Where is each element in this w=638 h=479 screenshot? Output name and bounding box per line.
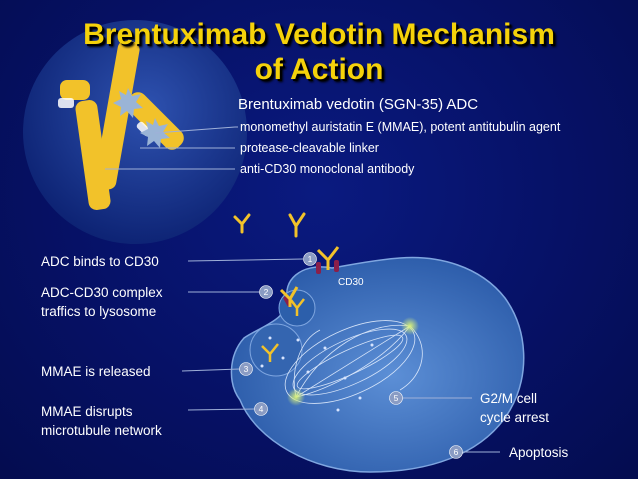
step-6-label: Apoptosis <box>509 443 568 462</box>
legend-antibody: anti-CD30 monoclonal antibody <box>240 162 415 176</box>
zoom-circle-bg <box>23 20 247 244</box>
slide-title-line-2: of Action <box>254 53 384 86</box>
mmae-particles <box>260 336 374 412</box>
step-leaders <box>181 258 500 453</box>
spindle-pole-icon-2 <box>287 388 305 406</box>
step-1-label: ADC binds to CD30 <box>41 252 159 271</box>
step-badge-numbers: 1 2 3 4 5 6 <box>244 254 459 457</box>
slide-title-line-1: Brentuximab Vedotin Mechanism <box>83 18 555 51</box>
step-badge-5: 5 <box>394 393 399 403</box>
step-2-label: ADC-CD30 complex traffics to lysosome <box>41 283 163 321</box>
cd30-label: CD30 <box>338 277 364 288</box>
cell-body <box>230 246 525 473</box>
floating-adc-icons <box>233 212 306 238</box>
step-badge-4: 4 <box>259 404 264 414</box>
step-4-label: MMAE disrupts microtubule network <box>41 402 162 440</box>
step-badge-2: 2 <box>264 287 269 297</box>
mmae-star-icon <box>113 88 143 118</box>
step-1-line-1: ADC binds to CD30 <box>41 254 159 269</box>
mitotic-spindle <box>284 320 423 404</box>
step-5-label: G2/M cell cycle arrest <box>480 389 549 427</box>
step-badge-1: 1 <box>308 254 313 264</box>
step-5-line-2: cycle arrest <box>480 410 550 425</box>
step-4-line-1: MMAE disrupts <box>41 404 133 419</box>
step-6-line-1: Apoptosis <box>509 445 569 460</box>
spindle-pole-icon <box>401 317 419 335</box>
step-2-line-1: ADC-CD30 complex <box>41 285 163 300</box>
step-badges <box>239 252 463 459</box>
step-2-line-2: traffics to lysosome <box>41 304 157 319</box>
step-badge-3: 3 <box>244 364 249 374</box>
step-3-line-1: MMAE is released <box>41 364 151 379</box>
legend-linker: protease-cleavable linker <box>240 141 379 155</box>
step-5-line-1: G2/M cell <box>480 391 538 406</box>
step-4-line-2: microtubule network <box>41 423 162 438</box>
legend-heading: Brentuximab vedotin (SGN-35) ADC <box>238 96 479 113</box>
step-badge-6: 6 <box>454 447 459 457</box>
step-3-label: MMAE is released <box>41 362 151 381</box>
legend-leaders <box>105 126 238 170</box>
adc-zoom-circle <box>23 20 247 244</box>
legend-mmae: monomethyl auristatin E (MMAE), potent a… <box>240 120 561 134</box>
